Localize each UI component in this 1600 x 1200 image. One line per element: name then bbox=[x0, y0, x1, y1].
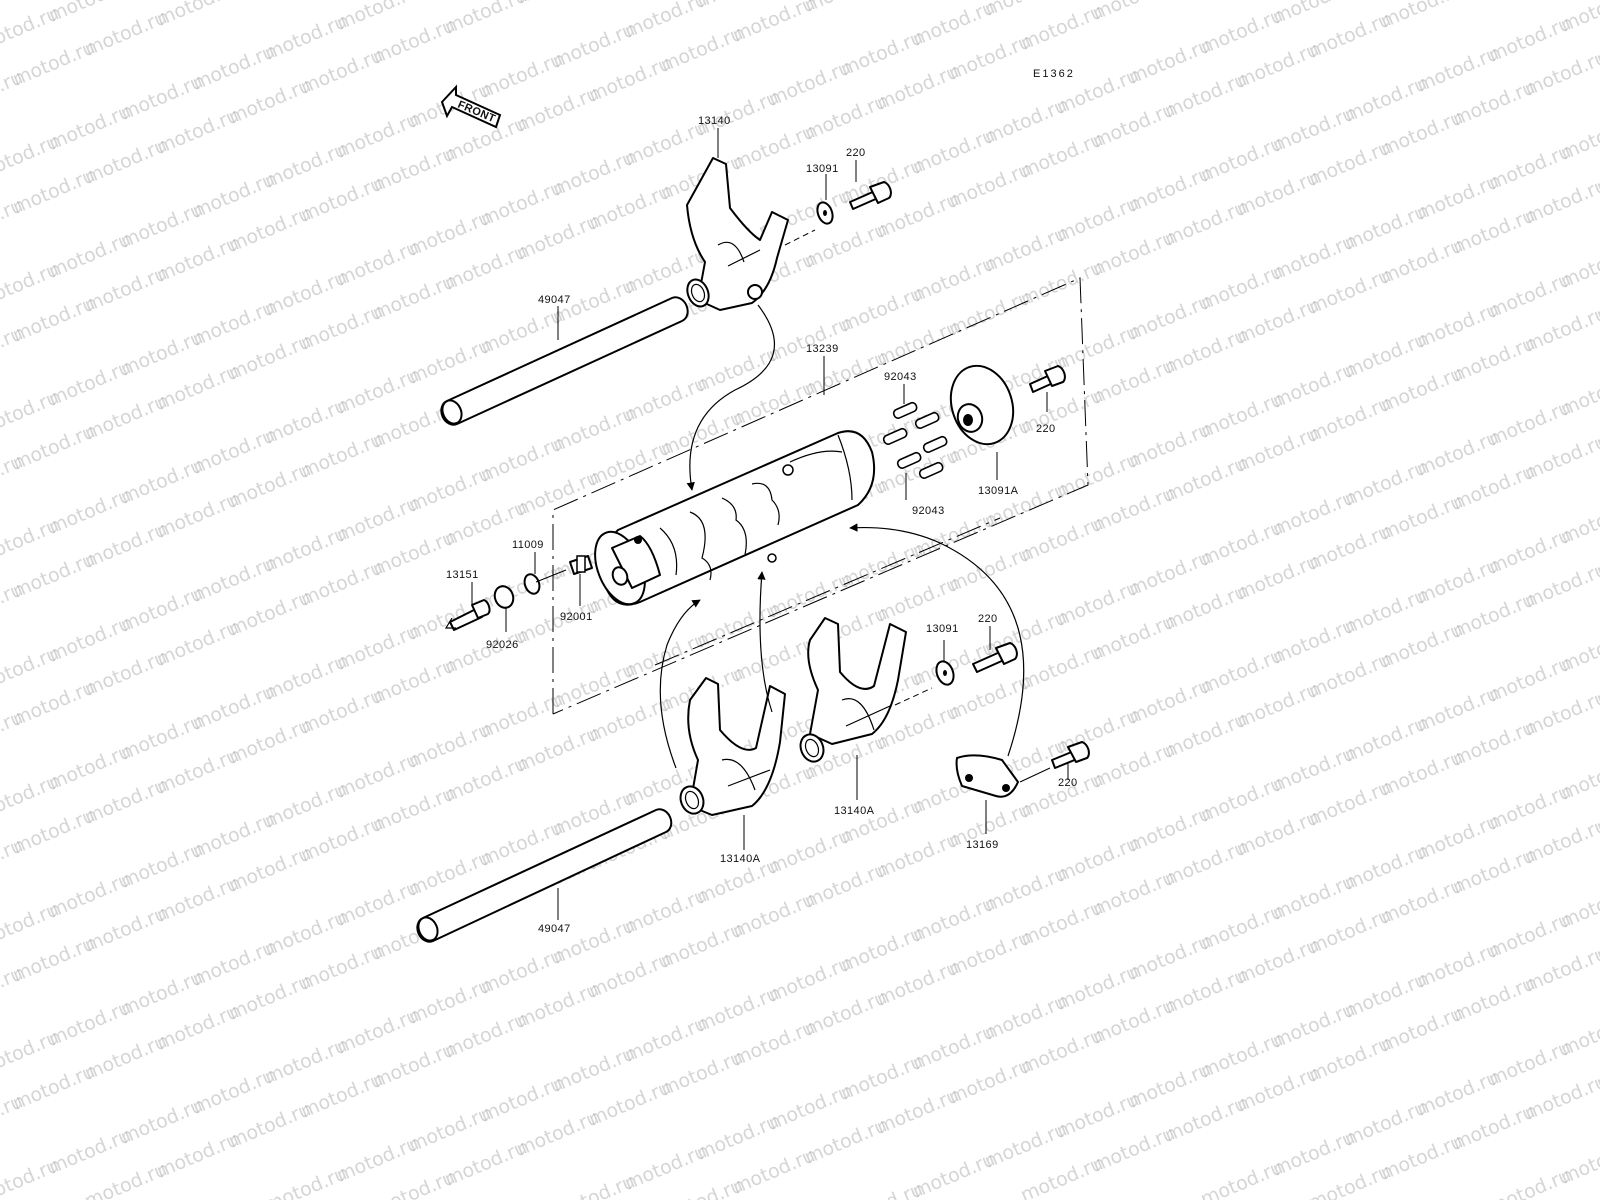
assembly-arrows bbox=[659, 304, 1025, 769]
part-labels: 13140 13091 220 49047 13239 92043 220 13… bbox=[446, 115, 1078, 935]
bolt-top bbox=[849, 181, 892, 210]
part-label-seal: 11009 bbox=[512, 539, 544, 551]
front-direction-arrow-icon: FRONT bbox=[440, 84, 502, 129]
part-label-bolt-bracket: 220 bbox=[1058, 777, 1078, 789]
drum-plate bbox=[949, 364, 1015, 446]
assembly-outline bbox=[552, 277, 1089, 715]
part-label-rod-bottom: 49047 bbox=[538, 923, 571, 935]
neutral-switch bbox=[569, 555, 593, 575]
bolt-plate bbox=[1029, 365, 1066, 393]
part-label-bolt-top: 220 bbox=[846, 147, 866, 159]
part-label-washer-right: 13091 bbox=[926, 623, 959, 635]
part-label-pins-lower: 92043 bbox=[912, 505, 945, 517]
shift-rod-bottom bbox=[416, 808, 673, 943]
part-label-bracket: 13169 bbox=[966, 839, 999, 851]
drum-bracket bbox=[955, 754, 1019, 798]
drum-pins bbox=[882, 401, 948, 479]
part-label-bolt-right: 220 bbox=[978, 613, 998, 625]
washer-plug bbox=[493, 585, 515, 609]
bolt-bracket bbox=[1051, 741, 1090, 769]
front-label: FRONT bbox=[456, 99, 497, 126]
part-label-rod-top: 49047 bbox=[538, 294, 571, 306]
shift-rod-top bbox=[440, 296, 689, 426]
shift-fork-right bbox=[799, 617, 907, 763]
shift-fork-left bbox=[679, 677, 786, 816]
part-label-fork-right: 13140A bbox=[834, 805, 875, 817]
part-label-pins-upper: 92043 bbox=[884, 371, 917, 383]
plug-bolt bbox=[444, 599, 491, 631]
part-label-washer-plug: 92026 bbox=[486, 639, 519, 651]
part-label-plug: 13151 bbox=[446, 569, 479, 581]
washer-top bbox=[816, 201, 834, 225]
change-drum bbox=[594, 430, 876, 606]
part-label-drum: 13239 bbox=[806, 343, 839, 355]
diagram-code: E1362 bbox=[1033, 68, 1075, 80]
shift-fork-top bbox=[686, 157, 789, 311]
part-label-fork-top: 13140 bbox=[698, 115, 731, 127]
part-label-washer-top: 13091 bbox=[806, 163, 839, 175]
part-label-bolt-plate: 220 bbox=[1036, 423, 1056, 435]
bolt-right bbox=[972, 642, 1018, 673]
seal-ring bbox=[523, 573, 541, 595]
part-label-plate: 13091A bbox=[978, 485, 1019, 497]
part-label-fork-left: 13140A bbox=[720, 853, 761, 865]
leader-lines bbox=[471, 128, 1069, 920]
washer-right bbox=[935, 660, 955, 686]
part-label-neutral-switch: 92001 bbox=[560, 611, 593, 623]
